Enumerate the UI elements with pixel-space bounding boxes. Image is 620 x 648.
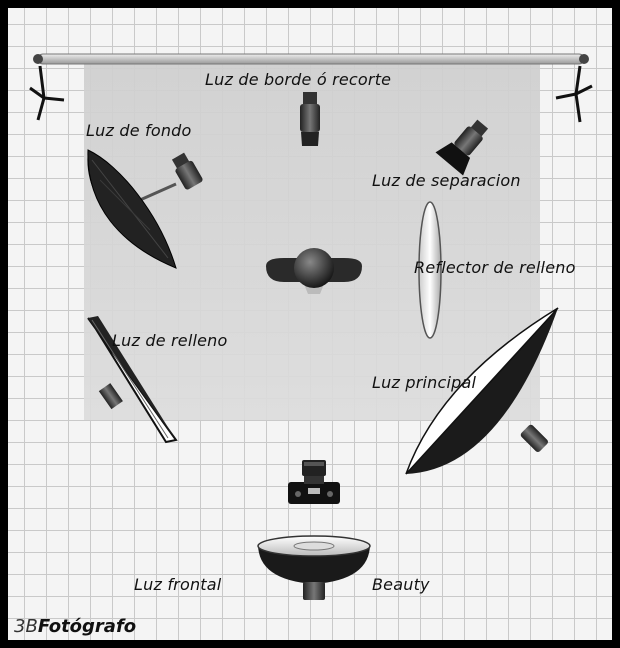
softbox-icon	[87, 316, 178, 444]
spotlight-icon	[300, 92, 320, 146]
umbrella-icon	[87, 149, 203, 269]
label-key-light: Luz principal	[372, 373, 477, 392]
subject-icon	[266, 248, 362, 294]
brand-name: Fotógrafo	[37, 616, 137, 637]
label-rim-light: Luz de borde ó recorte	[205, 70, 392, 89]
label-fill-light: Luz de relleno	[112, 331, 228, 350]
beauty-dish-icon	[257, 535, 371, 600]
softbox-icon	[405, 307, 559, 475]
label-beauty: Beauty	[372, 575, 430, 594]
brand-logo: 3BFotógrafo	[14, 616, 136, 637]
label-front-light: Luz frontal	[134, 575, 222, 594]
reflector-icon	[418, 201, 442, 339]
brand-prefix: 3B	[14, 616, 38, 637]
label-background-light: Luz de fondo	[86, 121, 192, 140]
label-fill-reflector: Reflector de relleno	[414, 258, 576, 277]
backdrop-stand-icon	[29, 53, 593, 123]
spotlight-icon	[435, 119, 489, 176]
camera-icon	[288, 460, 340, 504]
label-separation-light: Luz de separacion	[372, 171, 521, 190]
